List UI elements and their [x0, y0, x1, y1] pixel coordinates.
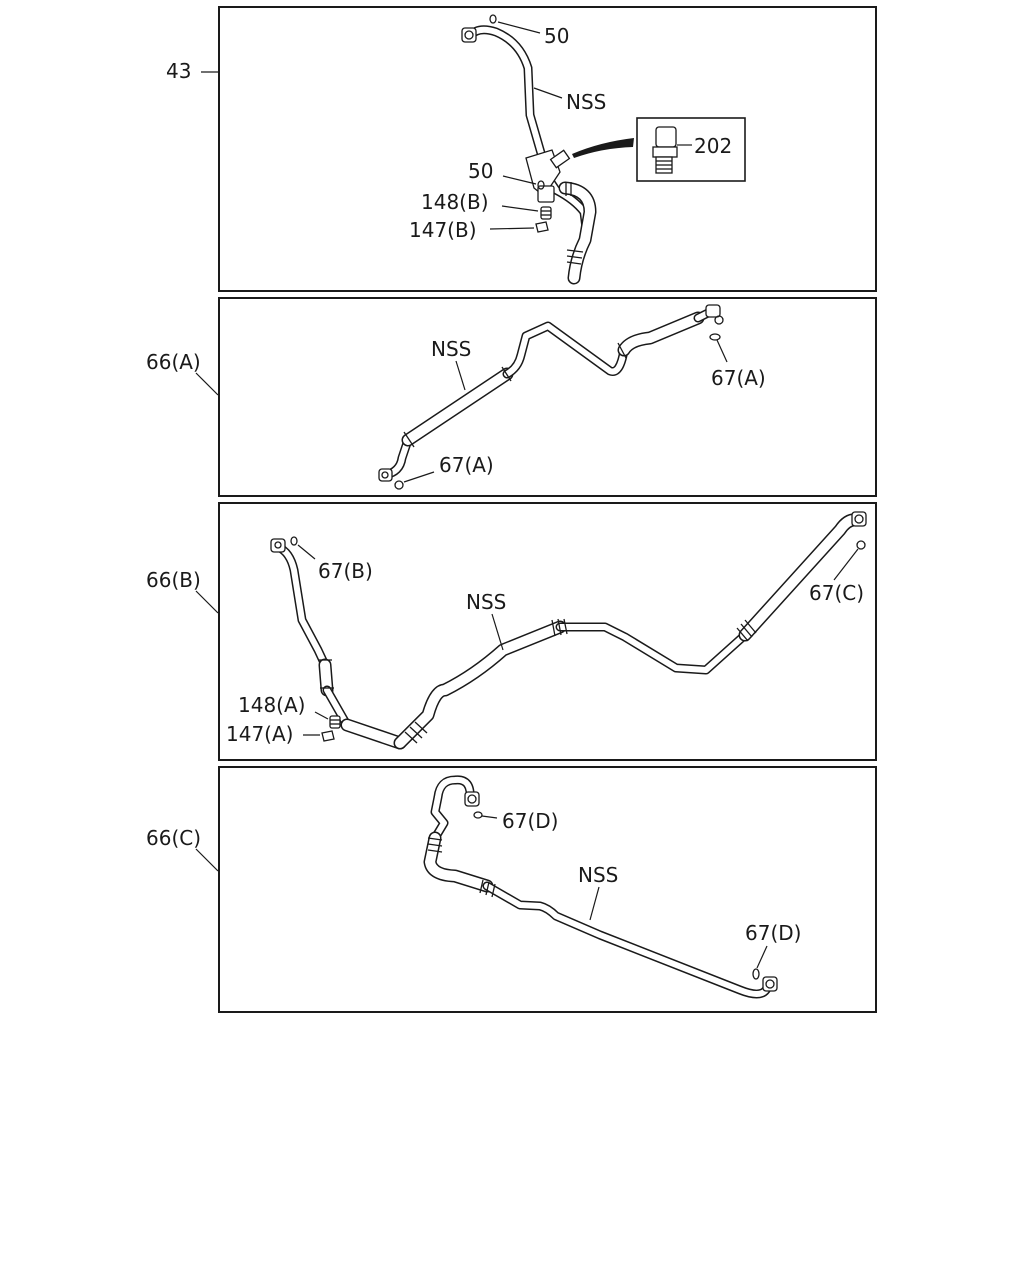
callout-67d-right: 67(D) — [745, 921, 801, 945]
part-147-b[interactable]: 147(B) — [409, 218, 549, 242]
callout-202: 202 — [694, 134, 732, 158]
callout-148-a: 148(A) — [238, 693, 305, 717]
callout-147-b: 147(B) — [409, 218, 477, 242]
callout-67a-right: 67(A) — [711, 366, 766, 390]
callout-50-mid: 50 — [468, 159, 493, 183]
fitting-66c-right — [762, 976, 778, 992]
callout-nss-66a-text: NSS — [431, 337, 471, 361]
callout-nss-66b[interactable]: NSS — [466, 590, 506, 651]
panel-66a-frame — [218, 297, 877, 497]
panel-66c-label-leader — [195, 848, 219, 872]
callout-nss-43-text: NSS — [566, 90, 606, 114]
part-148-b[interactable]: 148(B) — [421, 190, 552, 220]
pipe-66c[interactable] — [423, 775, 778, 999]
part-147-a[interactable]: 147(A) — [226, 722, 335, 746]
fitting-66a-left — [378, 468, 393, 482]
panel-66c: 66(C) — [146, 766, 877, 1013]
o-ring-67c[interactable]: 67(C) — [809, 540, 866, 605]
fitting-66b-right — [851, 511, 867, 527]
callout-nss-66c-text: NSS — [578, 863, 618, 887]
o-ring-67a-right[interactable]: 67(A) — [709, 333, 766, 390]
panel-43: 43 — [166, 6, 877, 292]
pressure-sensor-detail[interactable]: 202 — [572, 117, 746, 182]
panel-66a-label-leader — [195, 372, 219, 396]
fitting-43-top — [461, 27, 477, 43]
o-ring-50-top[interactable]: 50 — [489, 14, 569, 48]
fitting-66b-left — [270, 538, 286, 553]
fitting-66a-right — [705, 304, 724, 325]
callout-147-a: 147(A) — [226, 722, 293, 746]
panel-43-frame — [218, 6, 877, 292]
pipe-43[interactable] — [461, 25, 597, 285]
hose-band-66b — [318, 618, 757, 744]
panel-66c-label[interactable]: 66(C) — [146, 826, 201, 850]
hose-band-43 — [565, 182, 584, 265]
hose-band-66c — [427, 837, 496, 898]
part-148-a[interactable]: 148(A) — [238, 693, 341, 729]
o-ring-67b[interactable]: 67(B) — [290, 536, 373, 583]
o-ring-67d-right[interactable]: 67(D) — [745, 921, 801, 980]
panel-66a: 66(A) — [146, 297, 877, 497]
pipe-66a[interactable] — [378, 304, 724, 482]
callout-nss-66c[interactable]: NSS — [578, 863, 618, 921]
panel-66c-frame — [218, 766, 877, 1013]
detail-arrow — [572, 138, 634, 158]
sensor-detail-box — [636, 117, 746, 182]
o-ring-67d-top[interactable]: 67(D) — [473, 809, 558, 833]
callout-148-b: 148(B) — [421, 190, 489, 214]
o-ring-67a-left[interactable]: 67(A) — [394, 453, 494, 490]
panel-66b-frame — [218, 502, 877, 761]
callout-nss-66a[interactable]: NSS — [431, 337, 471, 391]
o-ring-50-mid[interactable]: 50 — [468, 159, 545, 190]
callout-67d-top: 67(D) — [502, 809, 558, 833]
callout-67b: 67(B) — [318, 559, 373, 583]
panel-66a-label[interactable]: 66(A) — [146, 350, 201, 374]
panel-66b-label[interactable]: 66(B) — [146, 568, 201, 592]
callout-nss-43[interactable]: NSS — [533, 87, 606, 114]
panel-66b: 66(B) — [146, 502, 877, 761]
callout-67c: 67(C) — [809, 581, 864, 605]
pressure-sensor-icon — [652, 126, 678, 174]
panel-66b-label-leader — [195, 590, 219, 614]
fitting-66c-top — [464, 791, 480, 807]
panel-43-label[interactable]: 43 — [166, 59, 191, 83]
pipe-66b[interactable] — [270, 511, 867, 750]
hose-band-66a — [403, 342, 627, 448]
fitting-43-block — [525, 149, 571, 203]
callout-50-top: 50 — [544, 24, 569, 48]
callout-67a-left: 67(A) — [439, 453, 494, 477]
callout-nss-66b-text: NSS — [466, 590, 506, 614]
